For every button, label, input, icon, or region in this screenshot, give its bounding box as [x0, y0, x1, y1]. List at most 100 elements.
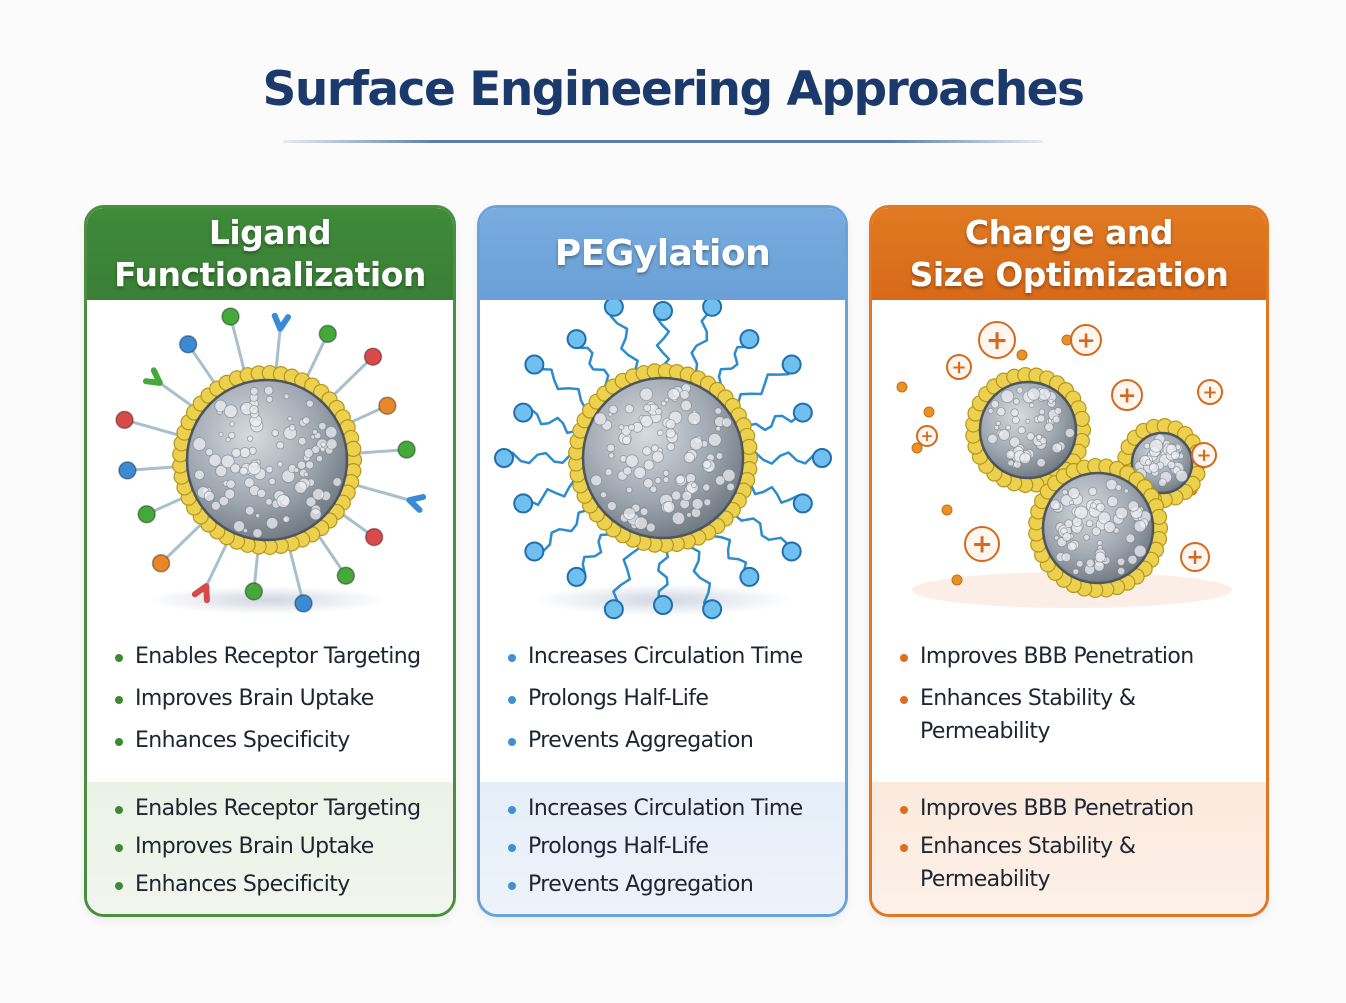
list-item: Enhances Specificity	[115, 868, 433, 901]
pore-icon	[1148, 462, 1159, 473]
nanoparticle-icon	[1028, 457, 1169, 599]
pore-icon	[687, 411, 702, 426]
pore-icon	[1052, 415, 1061, 424]
pore-icon	[208, 453, 222, 467]
pore-icon	[1170, 450, 1180, 460]
ligand-stalk-icon	[331, 355, 375, 397]
shadow-icon	[147, 586, 387, 614]
pore-icon	[1103, 521, 1116, 533]
list-item: Increases Circulation Time	[508, 640, 825, 673]
pore-icon	[714, 407, 722, 415]
pore-icon	[1175, 469, 1188, 483]
peg-bead-icon	[702, 599, 723, 620]
list-item: Prevents Aggregation	[508, 724, 825, 757]
ligand-head-icon	[244, 582, 264, 601]
pore-icon	[643, 459, 655, 471]
bullet-dot-icon	[900, 696, 908, 704]
benefit-list-summary: Increases Circulation Time Prolongs Half…	[480, 782, 845, 914]
pore-icon	[1125, 533, 1136, 544]
pore-icon	[268, 477, 276, 486]
plus-symbol: +	[1118, 383, 1137, 409]
pore-icon	[675, 474, 685, 485]
pore-icon	[1097, 511, 1111, 525]
pore-icon	[1127, 500, 1140, 512]
peg-bead-icon	[781, 354, 802, 375]
antibody-icon	[142, 367, 163, 386]
pore-icon	[205, 448, 214, 457]
pore-icon	[1064, 427, 1075, 438]
pore-icon	[294, 480, 308, 494]
pore-icon	[218, 431, 224, 437]
plus-symbol: +	[921, 427, 934, 445]
pore-icon	[223, 404, 238, 419]
ligand-head-icon	[151, 554, 171, 573]
pore-icon	[702, 459, 712, 469]
pore-icon	[1117, 567, 1126, 576]
peg-bead-icon	[524, 354, 545, 375]
pore-icon	[211, 500, 221, 511]
pore-icon	[1096, 502, 1106, 512]
pore-icon	[256, 488, 267, 499]
list-item: Improves BBB Penetration	[900, 640, 1246, 673]
pore-icon	[998, 429, 1011, 441]
pore-icon	[1075, 559, 1084, 568]
pore-icon	[1066, 541, 1077, 552]
card-charge-size-optimization: Charge and Size Optimization +++++++++ I…	[869, 205, 1269, 917]
pore-icon	[625, 486, 633, 494]
pore-icon	[1085, 558, 1095, 568]
pore-icon	[203, 490, 215, 502]
antibody-icon	[271, 312, 292, 332]
pore-icon	[229, 421, 235, 427]
pore-icon	[255, 513, 261, 519]
peg-chain-icon	[734, 514, 791, 556]
peg-bead-icon	[792, 402, 813, 423]
ligand-head-icon	[378, 396, 397, 415]
pore-icon	[683, 451, 695, 464]
pore-icon	[662, 470, 670, 477]
charge-dot-icon	[911, 442, 923, 454]
peg-chain-icon	[688, 545, 712, 611]
pore-icon	[293, 467, 300, 473]
pore-icon	[303, 471, 309, 478]
pore-icon	[1090, 502, 1097, 509]
pore-icon	[608, 404, 618, 415]
pore-icon	[662, 500, 676, 514]
peg-bead-icon	[513, 493, 534, 514]
bullet-dot-icon	[508, 738, 516, 746]
bullet-dot-icon	[115, 844, 123, 852]
peg-bead-icon	[566, 329, 587, 350]
pore-icon	[1038, 408, 1046, 416]
pore-icon	[282, 515, 291, 523]
peg-bead-icon	[513, 402, 534, 423]
pore-icon	[1049, 499, 1061, 510]
ligand-head-icon	[178, 335, 198, 354]
pore-icon	[225, 437, 231, 443]
plus-symbol: +	[971, 530, 992, 560]
peg-bead-icon	[603, 300, 624, 317]
ligand-stalk-icon	[288, 548, 305, 604]
list-item: Improves Brain Uptake	[115, 682, 433, 715]
pore-icon	[643, 403, 652, 412]
pore-icon	[667, 388, 680, 401]
pore-icon	[1027, 387, 1041, 401]
pore-icon	[666, 442, 676, 451]
pore-icon	[996, 407, 1006, 417]
peg-bead-icon	[566, 566, 587, 587]
peg-bead-icon	[524, 541, 545, 562]
pore-icon	[311, 429, 318, 435]
pore-icon	[622, 466, 632, 476]
pore-icon	[639, 387, 654, 401]
pore-icon	[664, 397, 670, 403]
peg-bead-icon	[792, 493, 813, 514]
bullet-dot-icon	[115, 882, 123, 890]
pore-icon	[657, 429, 664, 437]
ligand-head-icon	[115, 410, 134, 430]
pore-icon	[643, 478, 654, 489]
pore-icon	[1072, 568, 1080, 575]
pore-icon	[1158, 478, 1167, 487]
pore-icon	[1062, 532, 1072, 542]
ligand-head-icon	[363, 347, 383, 366]
pore-icon	[987, 407, 994, 414]
pore-icon	[231, 448, 242, 458]
pore-icon	[1054, 406, 1063, 415]
